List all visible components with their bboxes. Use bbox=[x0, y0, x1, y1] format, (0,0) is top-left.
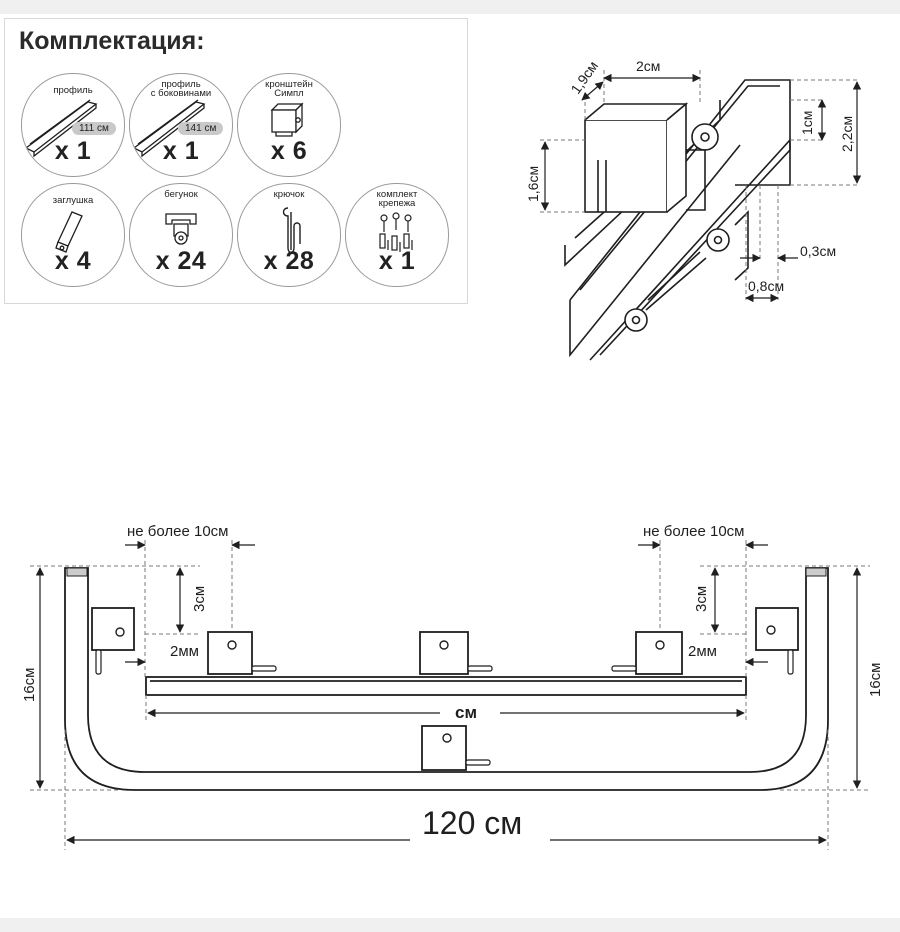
dim-total-height-label: 2,2см bbox=[839, 116, 855, 152]
end-cap-icon bbox=[55, 211, 83, 253]
runner-icon bbox=[165, 213, 197, 245]
dim-width-label: 2см bbox=[636, 58, 660, 74]
kit-item-length-badge: 141 см bbox=[178, 122, 224, 135]
kit-item-name: профиль с боковинами bbox=[150, 79, 212, 99]
kit-item-count: x 1 bbox=[162, 137, 200, 165]
kit-item-name: профиль bbox=[53, 85, 93, 96]
kit-item-fastener-set: комплект крепежа x 1 bbox=[345, 183, 449, 287]
kit-item-hook: крючок x 28 bbox=[237, 183, 341, 287]
bracket-pins bbox=[95, 649, 794, 766]
kit-item-name: бегунок bbox=[164, 189, 198, 200]
height-right-label: 16см bbox=[867, 663, 884, 698]
profile-icon bbox=[24, 99, 98, 158]
hook-icon bbox=[282, 207, 301, 254]
kit-item-name: заглушка bbox=[52, 195, 94, 206]
kit-item-count: x 24 bbox=[155, 247, 207, 275]
profile-with-sides-icon bbox=[132, 99, 206, 158]
bracket-icon bbox=[270, 102, 304, 137]
kit-item-count: x 1 bbox=[54, 137, 92, 165]
detail-dimension-lines bbox=[540, 73, 862, 303]
kit-item-end-cap: заглушка x 4 bbox=[21, 183, 125, 287]
bottom-background-strip bbox=[0, 918, 900, 932]
top-background-strip bbox=[0, 0, 900, 14]
screws-icon bbox=[379, 212, 413, 252]
rail-cross-section-detail bbox=[564, 79, 791, 361]
end-caps bbox=[66, 567, 827, 577]
bracket-holes bbox=[115, 625, 776, 743]
dim-gap-label: 0,3см bbox=[800, 243, 836, 259]
kit-title: Комплектация: bbox=[19, 27, 205, 55]
plan-dimension-lines bbox=[35, 540, 862, 845]
plan-view-drawing bbox=[64, 567, 829, 791]
offset-right-label: 3см bbox=[693, 586, 710, 612]
kit-item-profile-with-sides: профиль с боковинами 141 см x 1 bbox=[129, 73, 233, 177]
kit-panel: Комплектация: профиль 111 см x 1 профиль… bbox=[4, 18, 468, 304]
kit-item-name: кронштейн Симпл bbox=[265, 79, 313, 99]
kit-item-name: комплект крепежа bbox=[376, 189, 418, 209]
gap-left-label: 2мм bbox=[170, 643, 199, 660]
kit-item-count: x 28 bbox=[263, 247, 315, 275]
dim-depth-label: 1,9см bbox=[567, 58, 601, 97]
dim-runner-label: 0,8см bbox=[748, 278, 784, 294]
kit-item-profile: профиль 111 см x 1 bbox=[21, 73, 125, 177]
kit-item-length-badge: 111 см bbox=[72, 122, 116, 135]
inner-length-label: см bbox=[455, 703, 477, 722]
offset-left-label: 3см bbox=[191, 586, 208, 612]
dim-1cm-label: 1см bbox=[799, 111, 815, 135]
kit-item-runner: бегунок x 24 bbox=[129, 183, 233, 287]
kit-item-bracket: кронштейн Симпл x 6 bbox=[237, 73, 341, 177]
height-left-label: 16см bbox=[21, 668, 38, 703]
dim-height-left-label: 1,6см bbox=[525, 166, 541, 202]
kit-item-count: x 1 bbox=[378, 247, 416, 275]
kit-item-count: x 4 bbox=[54, 247, 92, 275]
total-length-label: 120 см bbox=[422, 805, 522, 841]
max-right-label: не более 10см bbox=[643, 523, 745, 540]
kit-item-name: крючок bbox=[273, 189, 305, 200]
kit-item-count: x 6 bbox=[270, 137, 308, 165]
gap-right-label: 2мм bbox=[688, 643, 717, 660]
max-left-label: не более 10см bbox=[127, 523, 229, 540]
